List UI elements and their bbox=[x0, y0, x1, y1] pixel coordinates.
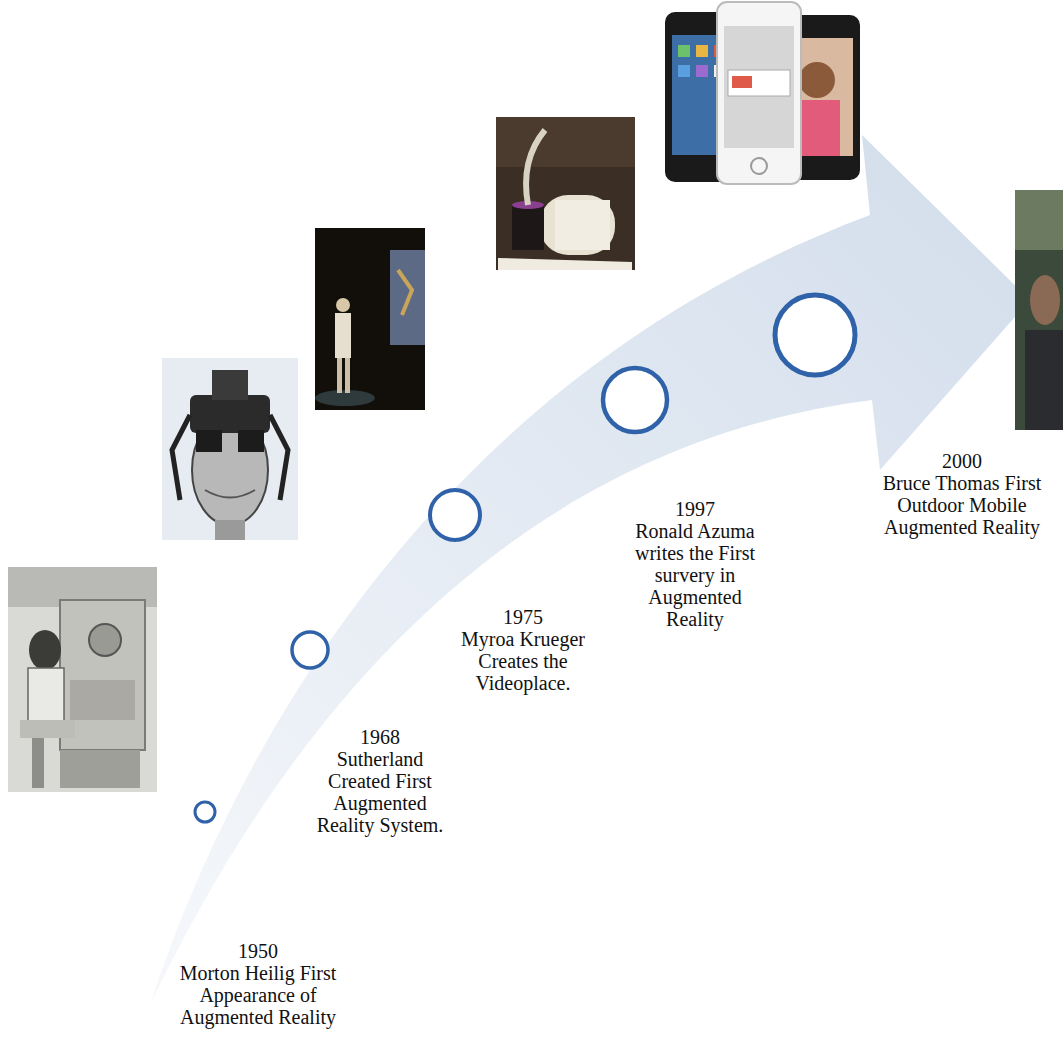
videoplace-photo bbox=[315, 228, 425, 410]
milestone-circle bbox=[195, 802, 215, 822]
milestone-text: Bruce Thomas First Outdoor Mobile Augmen… bbox=[872, 472, 1052, 538]
year-label: 1975 bbox=[448, 606, 598, 628]
milestone-circle bbox=[292, 632, 328, 668]
year-label: 1950 bbox=[163, 940, 353, 962]
head-mounted-display-photo bbox=[162, 358, 298, 540]
year-label: 1968 bbox=[305, 726, 455, 748]
sensorama-photo bbox=[8, 567, 157, 792]
milestone-text: Sutherland Created First Augmented Reali… bbox=[305, 748, 455, 836]
milestone-text: Ronald Azuma writes the First survery in… bbox=[620, 520, 770, 630]
milestone-text: Morton Heilig First Appearance of Augmen… bbox=[163, 962, 353, 1028]
milestone-text: Myroa Krueger Creates the Videoplace. bbox=[448, 628, 598, 694]
outdoor-ar-photo bbox=[1015, 190, 1063, 430]
milestone-circle bbox=[775, 295, 855, 375]
milestone-circle bbox=[603, 368, 667, 432]
year-label: 2000 bbox=[872, 450, 1052, 472]
smartphones-photo bbox=[665, 2, 860, 184]
milestone-circle bbox=[430, 490, 480, 540]
timeline-arrow bbox=[150, 135, 1030, 1005]
scroll-photo bbox=[496, 117, 635, 270]
year-label: 1997 bbox=[620, 498, 770, 520]
